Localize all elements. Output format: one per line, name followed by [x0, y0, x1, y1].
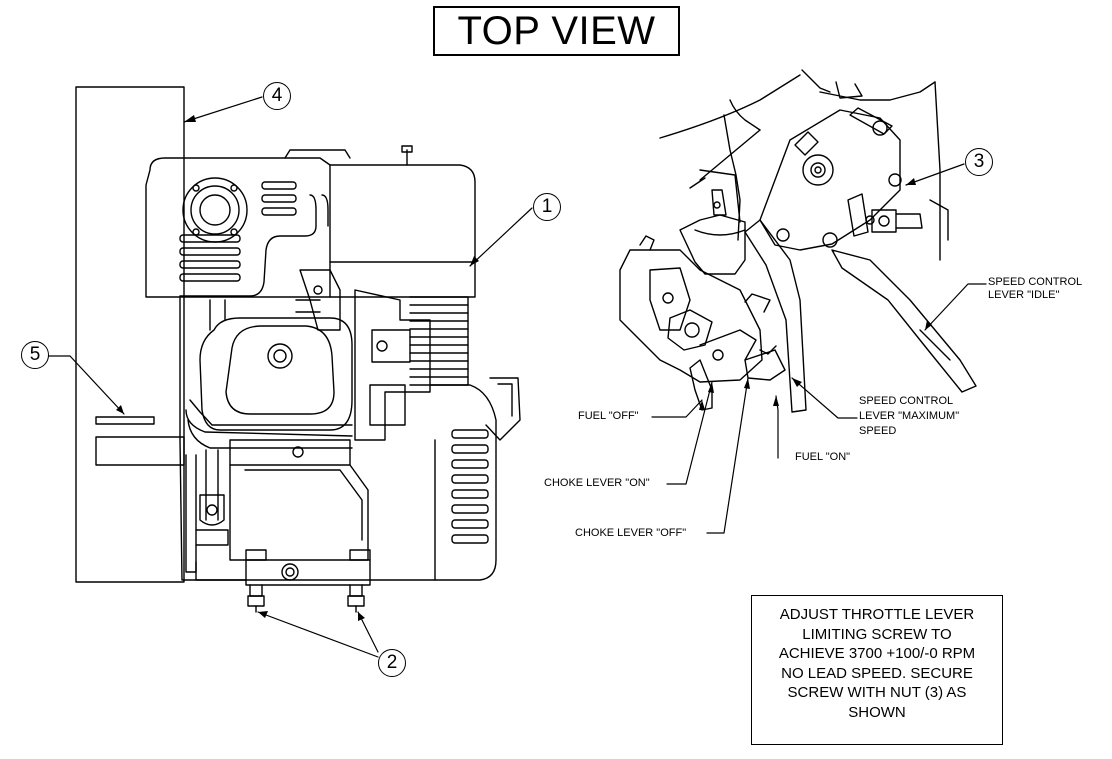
- callout-5: 5: [21, 341, 49, 369]
- note-line-6: SHOWN: [848, 703, 906, 721]
- idle-lever: [831, 249, 977, 393]
- label-choke-on: CHOKE LEVER "ON": [543, 477, 651, 489]
- max-lever: [744, 219, 807, 413]
- engine-assembly: [75, 86, 521, 613]
- plate-slot: [95, 416, 155, 425]
- muffler: [429, 384, 497, 581]
- label-speed-max-1: SPEED CONTROL: [858, 395, 955, 407]
- adjustment-note: ADJUST THROTTLE LEVER LIMITING SCREW TO …: [751, 595, 1003, 745]
- callout-3: 3: [965, 148, 993, 176]
- label-speed-max-3: SPEED: [858, 425, 898, 437]
- pto-shaft: [95, 436, 185, 466]
- mount-bolts: [247, 584, 365, 613]
- fan-shroud: [145, 157, 476, 298]
- wing-nut: [267, 343, 293, 369]
- shroud-vents: [179, 181, 297, 282]
- note-line-2: LIMITING SCREW TO: [802, 625, 952, 643]
- label-fuel-off: FUEL "OFF": [577, 410, 640, 422]
- callout-2: 2: [378, 649, 406, 677]
- note-line-5: SCREW WITH NUT (3) AS: [787, 684, 967, 701]
- label-choke-off: CHOKE LEVER "OFF": [574, 527, 688, 539]
- label-speed-idle-1: SPEED CONTROL: [987, 276, 1084, 288]
- label-speed-max-2: LEVER "MAXIMUM": [858, 410, 961, 422]
- label-fuel-on: FUEL "ON": [794, 451, 852, 463]
- speed-bracket: [759, 109, 901, 251]
- callout-4: 4: [263, 82, 291, 110]
- carb-body: [619, 249, 763, 383]
- page-title: TOP VIEW: [433, 6, 680, 56]
- cylinder-fins: [409, 296, 469, 386]
- linkage-detail: [619, 69, 977, 413]
- callout-1: 1: [533, 193, 561, 221]
- fuel-valve-lever: [689, 359, 713, 411]
- note-line-1: ADJUST THROTTLE LEVER: [779, 606, 975, 623]
- leader-lines-right: [651, 163, 987, 534]
- label-speed-idle-2: LEVER "IDLE": [987, 289, 1061, 301]
- note-line-3: ACHIEVE 3700 +100/-0 RPM: [778, 645, 976, 662]
- choke-lever: [744, 349, 786, 381]
- air-cleaner: [199, 317, 353, 431]
- note-line-4: NO LEAD SPEED. SECURE: [781, 664, 973, 682]
- crankcase: [179, 297, 436, 581]
- mounting-plate: [75, 86, 185, 583]
